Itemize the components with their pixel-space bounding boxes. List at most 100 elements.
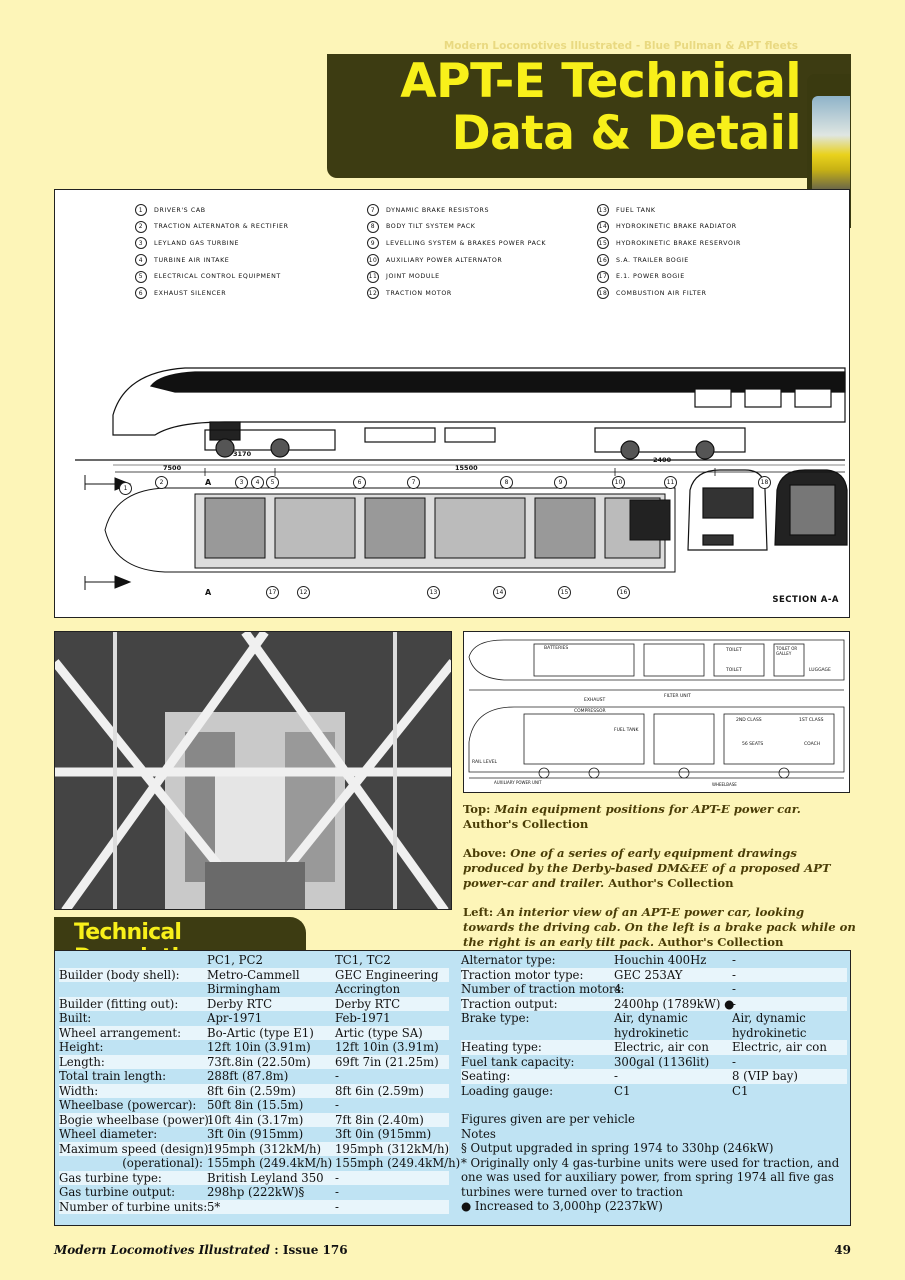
drawing-label: AUXILIARY POWER UNIT	[494, 780, 542, 785]
legend-item: 8Body tilt system pack	[367, 219, 597, 236]
table-row: Wheel arrangement:Bo-Artic (type E1)Arti…	[59, 1025, 449, 1040]
diagram-legend: 1Driver's cab 7Dynamic brake resistors 1…	[135, 202, 825, 302]
table-row: Bogie wheelbase (power):10ft 4in (3.17m)…	[59, 1112, 449, 1127]
equipment-drawing: BATTERIES TOILET TOILET OR GALLEY LUGGAG…	[463, 631, 850, 793]
callout: 13	[427, 586, 440, 599]
caption-left: Left: An interior view of an APT-E power…	[463, 905, 856, 949]
footer-publication: Modern Locomotives Illustrated : Issue 1…	[54, 1243, 348, 1257]
table-row: Seating:-8 (VIP bay)	[461, 1069, 847, 1084]
page-title: APT-E Technical Data & Detail	[400, 56, 801, 160]
legend-item: 10Auxiliary power alternator	[367, 252, 597, 269]
table-row: Wheelbase (powercar):50ft 8in (15.5m)-	[59, 1098, 339, 1112]
callout: 8	[500, 476, 513, 489]
callout: 17	[266, 586, 279, 599]
section-label: SECTION A-A	[772, 595, 839, 605]
callout: 7	[407, 476, 420, 489]
legend-item: 2Traction alternator & rectifier	[135, 219, 367, 236]
callout: 15	[558, 586, 571, 599]
legend-item: 17E.1. power bogie	[597, 268, 825, 285]
callout: 6	[353, 476, 366, 489]
table-row: Total train length:288ft (87.8m)-	[59, 1069, 339, 1083]
drawing-label: COMPRESSOR	[574, 709, 606, 714]
note-line: ● Increased to 3,000hp (2237kW)	[461, 1199, 663, 1213]
page-title-line-1: APT-E Technical	[400, 54, 801, 109]
table-row: Alternator type:Houchin 400Hz-	[461, 953, 736, 967]
legend-item: 6Exhaust silencer	[135, 285, 367, 302]
drawing-label: COACH	[804, 742, 821, 747]
drawing-label: TOILET OR GALLEY	[776, 646, 798, 656]
legend-item: 1Driver's cab	[135, 202, 367, 219]
dimension-2400: 2400	[653, 456, 672, 464]
drawing-label: TOILET	[726, 668, 742, 673]
section-views	[687, 469, 848, 551]
interior-photo	[54, 631, 452, 910]
tech-table-right: Alternator type:Houchin 400Hz- Traction …	[461, 953, 847, 1214]
legend-item: 13Fuel tank	[597, 202, 825, 219]
callout: 14	[493, 586, 506, 599]
drawing-label: 1ST CLASS	[799, 718, 824, 723]
callout: 4	[251, 476, 264, 489]
callout: 16	[617, 586, 630, 599]
drawing-label: BATTERIES	[544, 646, 569, 651]
note-line: * Originally only 4 gas-turbine units we…	[461, 1155, 840, 1199]
caption-above: Above: One of a series of early equipmen…	[463, 846, 831, 890]
interior-photo-art	[55, 632, 451, 909]
main-equipment-diagram: 1Driver's cab 7Dynamic brake resistors 1…	[54, 189, 850, 618]
table-row: Number of traction motors:4-	[461, 982, 736, 996]
legend-item: 3Leyland gas turbine	[135, 235, 367, 252]
callout: 18	[758, 476, 771, 489]
page-title-line-2: Data & Detail	[451, 106, 802, 161]
power-car-drawing	[75, 367, 848, 590]
drawing-label: TOILET	[726, 648, 742, 653]
callout: 9	[554, 476, 567, 489]
table-row: Gas turbine output:298hp (222kW)§-	[59, 1185, 339, 1199]
table-row: Gas turbine type:British Leyland 350-	[59, 1170, 449, 1185]
caption-top: Top: Main equipment positions for APT-E …	[463, 802, 801, 831]
tech-description-header: Technical Description	[54, 917, 306, 970]
table-row: Wheel diameter:3ft 0in (915mm)3ft 0in (9…	[59, 1127, 432, 1141]
table-row: Height:12ft 10in (3.91m)12ft 10in (3.91m…	[59, 1040, 439, 1054]
drawing-label: EXHAUST	[584, 698, 606, 703]
note-line: § Output upgraded in spring 1974 to 330h…	[461, 1141, 774, 1155]
page-number: 49	[834, 1243, 851, 1257]
table-row: Width:8ft 6in (2.59m)8ft 6in (2.59m)	[59, 1083, 449, 1098]
dimension-15500: 15500	[455, 464, 478, 472]
legend-item: 12Traction motor	[367, 285, 597, 302]
table-row: Traction output:2400hp (1789kW) ●-	[461, 996, 847, 1011]
legend-item: 11Joint module	[367, 268, 597, 285]
table-row: Maximum speed (design):195mph (312kM/h)1…	[59, 1141, 450, 1156]
legend-item: 4Turbine air intake	[135, 252, 367, 269]
side-elevation	[75, 367, 846, 466]
drawing-label: 56 SEATS	[742, 742, 764, 747]
table-row: Fuel tank capacity:300gal (1136lit)-	[461, 1054, 736, 1069]
note-line: Figures given are per vehicle	[461, 1112, 635, 1126]
dimension-7500: 7500	[163, 464, 182, 472]
drawing-label: WHEELBASE	[712, 782, 737, 787]
legend-item: 9Levelling system & brakes power pack	[367, 235, 597, 252]
callout: 2	[155, 476, 168, 489]
drawing-label: FILTER UNIT	[664, 694, 691, 699]
drawing-label: FUEL TANK	[614, 728, 639, 733]
legend-item: 5Electrical control equipment	[135, 268, 367, 285]
table-row: Number of turbine units:5*-	[59, 1199, 449, 1214]
callout: 1	[119, 482, 132, 495]
callout: 12	[297, 586, 310, 599]
callout: 3	[235, 476, 248, 489]
captions: Top: Main equipment positions for APT-E …	[463, 802, 858, 964]
section-arrow-top-label: A	[205, 478, 212, 487]
tab-train-photo	[812, 96, 850, 194]
drawing-label: 2ND CLASS	[736, 718, 762, 723]
legend-item: 14Hydrokinetic brake radiator	[597, 219, 825, 236]
dimension-3170: 3170	[233, 450, 252, 458]
series-line: Modern Locomotives Illustrated - Blue Pu…	[443, 40, 798, 52]
table-row: Length:73ft.8in (22.50m)69ft 7in (21.25m…	[59, 1054, 449, 1069]
dimension-lines	[115, 468, 845, 476]
legend-item: 7Dynamic brake resistors	[367, 202, 597, 219]
drawing-label: RAIL LEVEL	[472, 760, 498, 765]
